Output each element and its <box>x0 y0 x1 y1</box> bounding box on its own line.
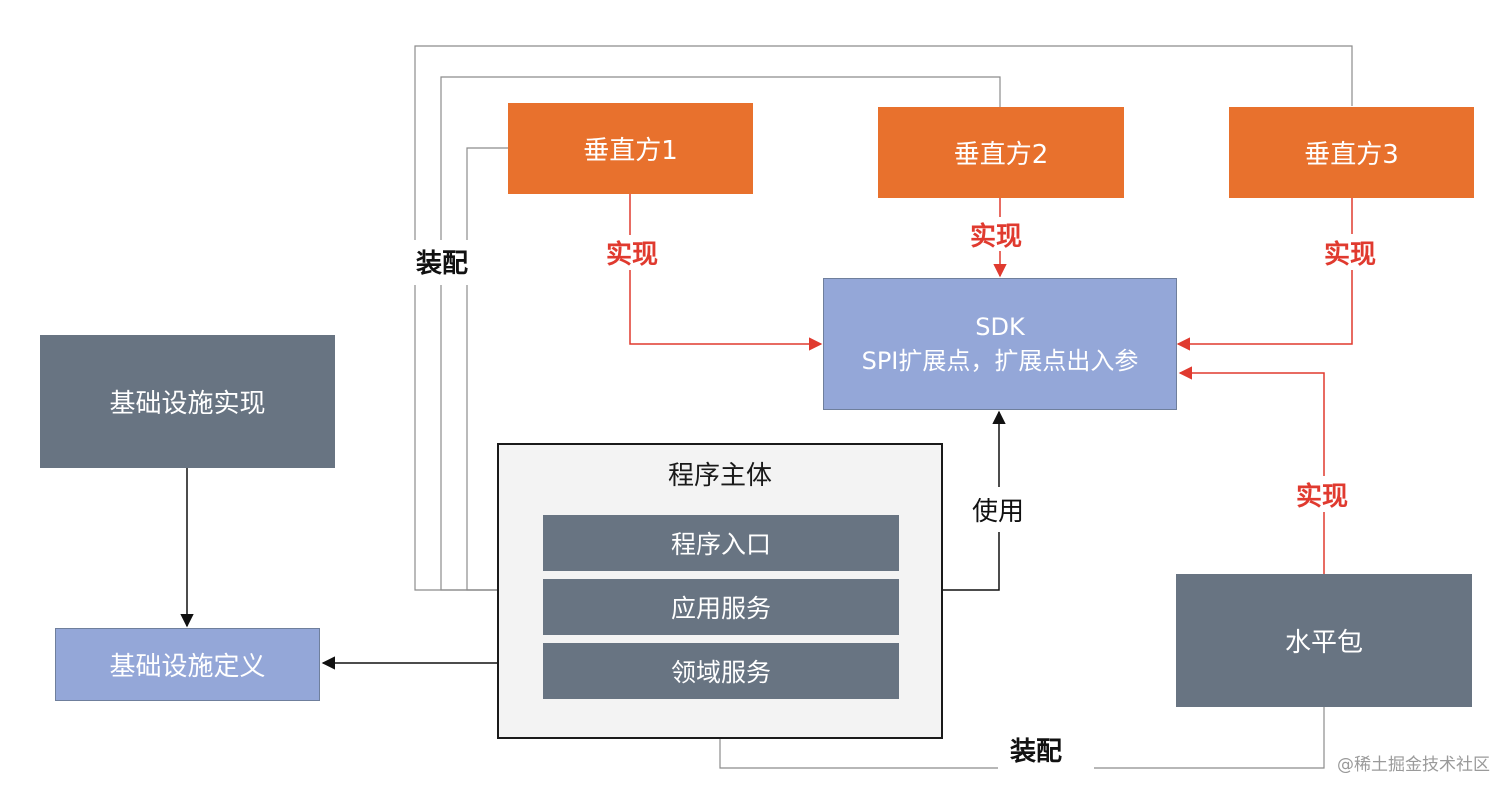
horizontal-package-box: 水平包 <box>1176 574 1472 707</box>
assemble-line-hpkg-right <box>1094 707 1325 769</box>
use-line <box>943 532 1000 591</box>
infra-impl-box: 基础设施实现 <box>40 335 335 468</box>
program-entry-box: 程序入口 <box>543 515 899 571</box>
horizontal-package-label: 水平包 <box>1284 628 1363 658</box>
assemble-line-hpkg <box>719 739 998 769</box>
vertical-box-3-label: 垂直方3 <box>1304 140 1399 170</box>
domain-service-box: 领域服务 <box>543 643 899 699</box>
implement-label-v1: 实现 <box>606 240 659 270</box>
program-body-title: 程序主体 <box>667 461 772 491</box>
assemble-line-v3 <box>414 285 497 591</box>
assemble-line-v2-top <box>440 76 1001 240</box>
assemble-line-v1-top <box>466 147 508 240</box>
assemble-line-v1 <box>466 285 497 591</box>
assemble-line-v2 <box>440 285 497 591</box>
sdk-title: SDK <box>975 313 1025 341</box>
application-service-box: 应用服务 <box>543 579 899 635</box>
implement-label-v2: 实现 <box>970 222 1023 252</box>
use-label: 使用 <box>972 497 1025 527</box>
implement-label-v3: 实现 <box>1324 240 1377 270</box>
vertical-box-1: 垂直方1 <box>508 103 753 194</box>
sdk-box: SDK SPI扩展点，扩展点出入参 <box>823 278 1177 410</box>
vertical-box-2-label: 垂直方2 <box>953 140 1049 170</box>
vertical-box-3: 垂直方3 <box>1229 107 1474 198</box>
implement-arrow-v1 <box>629 270 823 351</box>
program-body-box: 程序主体 程序入口 应用服务 领域服务 <box>497 443 943 739</box>
sdk-subtitle: SPI扩展点，扩展点出入参 <box>861 347 1139 375</box>
assemble-line-v3-top <box>414 45 1353 240</box>
implement-label-hpkg: 实现 <box>1296 482 1349 512</box>
infra-def-label: 基础设施定义 <box>109 652 266 682</box>
watermark: @稀土掘金技术社区 <box>1337 755 1490 775</box>
implement-arrow-v3 <box>1176 270 1353 351</box>
vertical-box-1-label: 垂直方1 <box>583 136 678 166</box>
vertical-box-2: 垂直方2 <box>878 107 1124 198</box>
infra-impl-label: 基础设施实现 <box>109 389 266 419</box>
assemble-label-bottom: 装配 <box>1010 737 1063 767</box>
infra-def-box: 基础设施定义 <box>55 628 320 701</box>
implement-arrow-hpkg <box>1178 366 1325 476</box>
assemble-label-left: 装配 <box>416 249 469 279</box>
